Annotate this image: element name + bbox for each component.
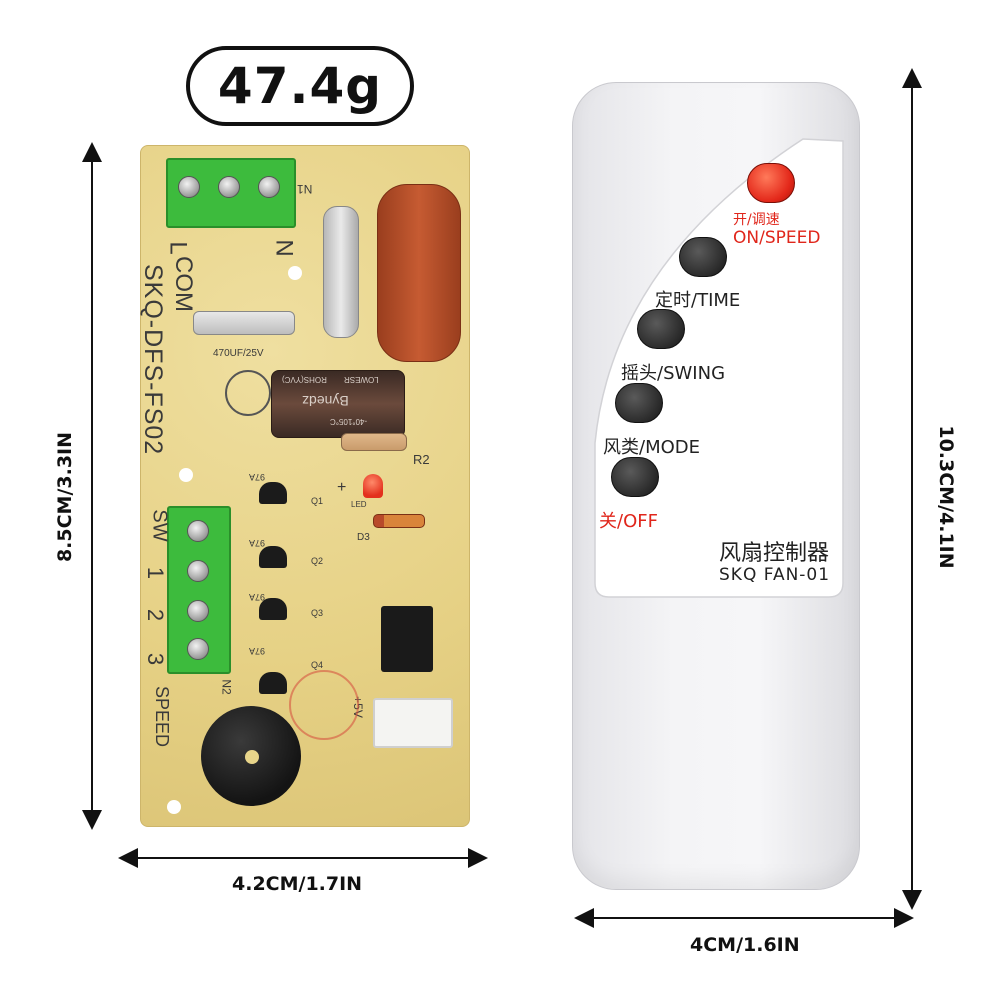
led — [363, 474, 383, 498]
pcb-height-label: 8.5CM/3.3IN — [54, 431, 76, 563]
time-button[interactable] — [679, 237, 727, 277]
transistor-label: Q3 — [311, 608, 324, 618]
transistor-code: 97A — [249, 646, 266, 656]
diode-label: D3 — [357, 532, 370, 543]
resistor-r2 — [341, 433, 407, 451]
terminal-top-tag: N1 — [297, 182, 313, 196]
power-resistor — [323, 206, 359, 338]
pcb-model-text: SKQ-DFS-FS02 — [139, 264, 167, 456]
terminal-label-l: L — [164, 241, 192, 255]
terminal-block-side — [167, 506, 231, 674]
terminal-label-n: N — [270, 239, 298, 257]
cap-mark-text: ROHS(YVC) — [282, 375, 327, 384]
transistor-q2 — [259, 546, 287, 568]
transistor-code: 97A — [249, 538, 266, 548]
terminal-side-footer: SPEED — [152, 685, 173, 748]
terminal-side-label: SW — [148, 509, 171, 542]
cap-brand-text: Bynedz — [302, 393, 349, 409]
power-connector — [373, 698, 453, 748]
terminal-label-com: COM — [170, 256, 197, 312]
film-capacitor — [377, 184, 461, 362]
capacitor-footprint — [225, 370, 271, 416]
pcb-width-label: 4.2CM/1.7IN — [232, 873, 363, 895]
mode-label: 风类/MODE — [603, 437, 701, 458]
terminal-side-tag: N2 — [219, 679, 234, 695]
on-speed-button[interactable] — [747, 163, 795, 203]
mounting-hole — [179, 468, 193, 482]
transistor-code: 97A — [249, 592, 266, 602]
qc-stamp — [289, 670, 359, 740]
transistor-q3 — [259, 598, 287, 620]
remote-model: SKQ FAN-01 — [719, 565, 831, 585]
on-speed-label-zh: 开/调速 — [733, 212, 780, 228]
cap-mark-text: LOWESR — [344, 375, 379, 384]
mounting-hole — [288, 266, 302, 280]
remote-width-label: 4CM/1.6IN — [690, 934, 800, 956]
terminal-side-number: 3 — [143, 652, 169, 666]
transistor-label: Q4 — [311, 660, 324, 670]
diode — [373, 514, 425, 528]
off-button[interactable] — [611, 457, 659, 497]
capacitor-rating-text: 470UF/25V — [213, 348, 264, 359]
transistor-q1 — [259, 482, 287, 504]
off-label: 关/OFF — [599, 511, 658, 532]
swing-label: 摇头/SWING — [621, 363, 726, 384]
transistor-label: Q2 — [311, 556, 324, 566]
led-plus: + — [337, 479, 347, 496]
remote-height-label: 10.3CM/4.1IN — [935, 425, 957, 569]
terminal-block-top — [166, 158, 296, 228]
on-speed-label-en: ON/SPEED — [733, 228, 821, 248]
ic-chip — [381, 606, 433, 672]
transistor-label: Q1 — [311, 496, 324, 506]
led-label: LED — [351, 500, 367, 509]
pcb-board: N1 L COM N SKQ-DFS-FS02 470UF/25V Bynedz… — [139, 145, 470, 827]
remote-control: 开/调速 ON/SPEED 定时/TIME 摇头/SWING 风类/MODE 关… — [572, 82, 860, 890]
terminal-side-number: 1 — [143, 566, 169, 580]
electrolytic-capacitor: Bynedz ROHS(YVC) LOWESR -40°105°C — [271, 370, 405, 438]
mounting-hole — [167, 800, 181, 814]
weight-badge: 47.4g — [186, 46, 414, 126]
resistor-label: R2 — [413, 452, 430, 467]
transistor-q4 — [259, 672, 287, 694]
cap-mark-text: -40°105°C — [330, 417, 368, 426]
swing-button[interactable] — [637, 309, 685, 349]
buzzer — [201, 706, 301, 806]
time-label: 定时/TIME — [655, 290, 741, 311]
mode-button[interactable] — [615, 383, 663, 423]
transistor-code: 97A — [249, 472, 266, 482]
fuse — [193, 311, 295, 335]
remote-title: 风扇控制器 — [719, 541, 830, 566]
terminal-side-number: 2 — [143, 608, 169, 622]
